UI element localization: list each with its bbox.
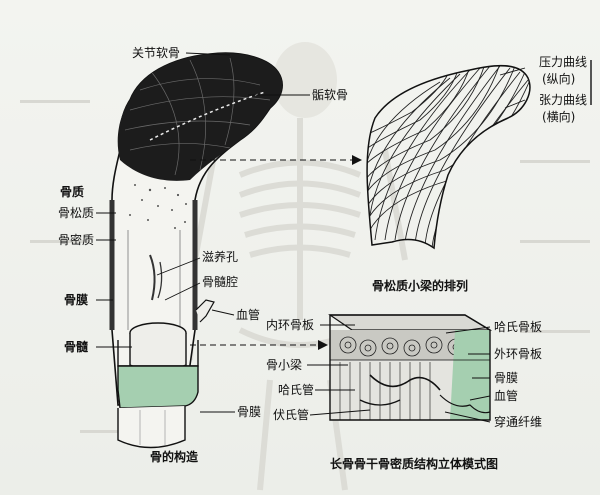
label-nutrient-foramen: 滋养孔 [202, 250, 239, 264]
label-periosteum-left: 骨膜 [64, 293, 89, 307]
label-pressure-curve-direction: (纵向) [542, 72, 576, 86]
label-trabecula: 骨小梁 [266, 358, 303, 372]
label-outer-lamellae: 外环骨板 [494, 347, 543, 361]
label-haversian-canal: 哈氏管 [278, 383, 315, 397]
label-blood-vessel-right: 血管 [494, 389, 519, 403]
label-periosteum-bottom: 骨膜 [237, 405, 262, 419]
caption-compact-structure: 长骨骨干骨密质结构立体模式图 [330, 457, 499, 471]
label-bone-marrow: 骨髓 [64, 340, 89, 354]
label-compact-bone: 骨密质 [58, 233, 95, 247]
label-haversian-lamellae: 哈氏骨板 [494, 320, 543, 334]
label-spongy-bone: 骨松质 [58, 206, 95, 220]
label-volkmann-canal: 伏氏管 [273, 408, 310, 422]
caption-bone-structure: 骨的构造 [150, 450, 199, 464]
label-pressure-curve: 压力曲线 [539, 55, 588, 69]
label-blood-vessel-top: 血管 [236, 308, 261, 322]
label-perforating-fibers: 穿通纤维 [494, 415, 543, 429]
label-epiphyseal-cartilage: 骺软骨 [312, 88, 349, 102]
label-articular-cartilage: 关节软骨 [132, 46, 181, 60]
label-medullary-cavity: 骨髓腔 [202, 275, 239, 289]
trabeculae-drawing [366, 64, 531, 250]
leader-lines [96, 52, 526, 423]
label-inner-lamellae: 内环骨板 [266, 318, 315, 332]
caption-trabeculae: 骨松质小梁的排列 [372, 279, 469, 293]
compact-bone-block [328, 314, 493, 421]
label-tension-curve-direction: (横向) [542, 110, 576, 124]
label-bone-substance: 骨质 [60, 185, 85, 199]
label-periosteum-right: 骨膜 [494, 371, 519, 385]
label-tension-curve: 张力曲线 [539, 93, 588, 107]
